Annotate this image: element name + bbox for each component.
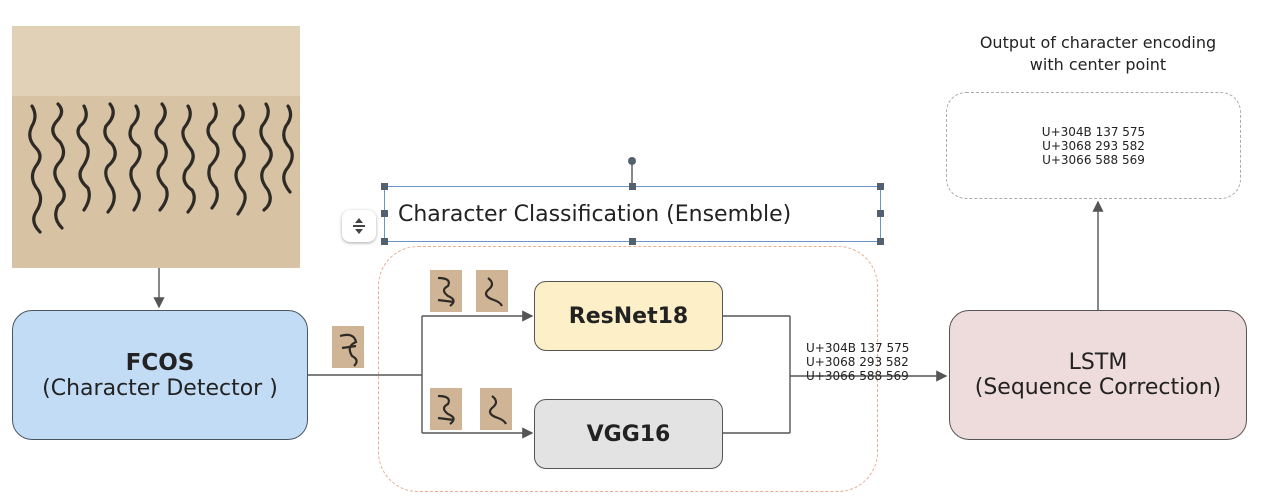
resize-handle-icon[interactable] xyxy=(381,238,388,245)
resize-handle-icon[interactable] xyxy=(877,210,884,217)
fcos-box: FCOS (Character Detector ) xyxy=(12,310,308,440)
classification-title: Character Classification (Ensemble) xyxy=(398,201,792,227)
output-title-line2: with center point xyxy=(1029,55,1167,74)
mid-codes: U+304B 137 575 U+3068 293 582 U+3066 588… xyxy=(806,341,909,383)
classification-title-textbox[interactable]: Character Classification (Ensemble) xyxy=(384,186,881,242)
resnet-label: ResNet18 xyxy=(568,303,689,329)
resize-handle-icon[interactable] xyxy=(629,183,636,190)
vgg-label: VGG16 xyxy=(586,421,671,447)
output-code-line: U+304B 137 575 xyxy=(1041,124,1146,139)
output-box: U+304B 137 575 U+3068 293 582 U+3066 588… xyxy=(946,92,1241,199)
resize-handle-icon[interactable] xyxy=(629,238,636,245)
mid-code-line: U+3066 588 569 xyxy=(806,369,909,383)
lstm-subtitle: (Sequence Correction) xyxy=(974,375,1222,400)
resnet-box: ResNet18 xyxy=(534,281,723,351)
character-crop-image xyxy=(430,388,462,430)
resize-handle-icon[interactable] xyxy=(381,210,388,217)
manuscript-strokes xyxy=(12,26,300,234)
output-title-line1: Output of character encoding xyxy=(979,33,1217,52)
mid-code-line: U+3068 293 582 xyxy=(806,355,909,369)
align-toggle-button[interactable] xyxy=(342,210,376,242)
resize-handle-icon[interactable] xyxy=(877,238,884,245)
vgg-box: VGG16 xyxy=(534,399,723,469)
manuscript-image xyxy=(12,26,300,268)
character-crop-image xyxy=(480,388,512,430)
lstm-box: LSTM (Sequence Correction) xyxy=(949,310,1247,440)
mid-code-line: U+304B 137 575 xyxy=(806,341,910,355)
output-code-line: U+3066 588 569 xyxy=(1042,152,1145,167)
lstm-title: LSTM xyxy=(1068,350,1128,375)
character-crop-image xyxy=(476,270,508,312)
fcos-title: FCOS xyxy=(125,349,195,376)
ensemble-group xyxy=(378,246,878,492)
rotate-handle xyxy=(628,157,636,165)
output-code-line: U+3068 293 582 xyxy=(1042,138,1145,153)
resize-handle-icon[interactable] xyxy=(381,183,388,190)
align-toggle-icon xyxy=(353,218,365,234)
character-crop-image xyxy=(332,326,364,368)
character-crop-image xyxy=(430,270,462,312)
output-title: Output of character encoding with center… xyxy=(950,32,1246,76)
resize-handle-icon[interactable] xyxy=(877,183,884,190)
fcos-subtitle: (Character Detector ) xyxy=(42,375,278,401)
